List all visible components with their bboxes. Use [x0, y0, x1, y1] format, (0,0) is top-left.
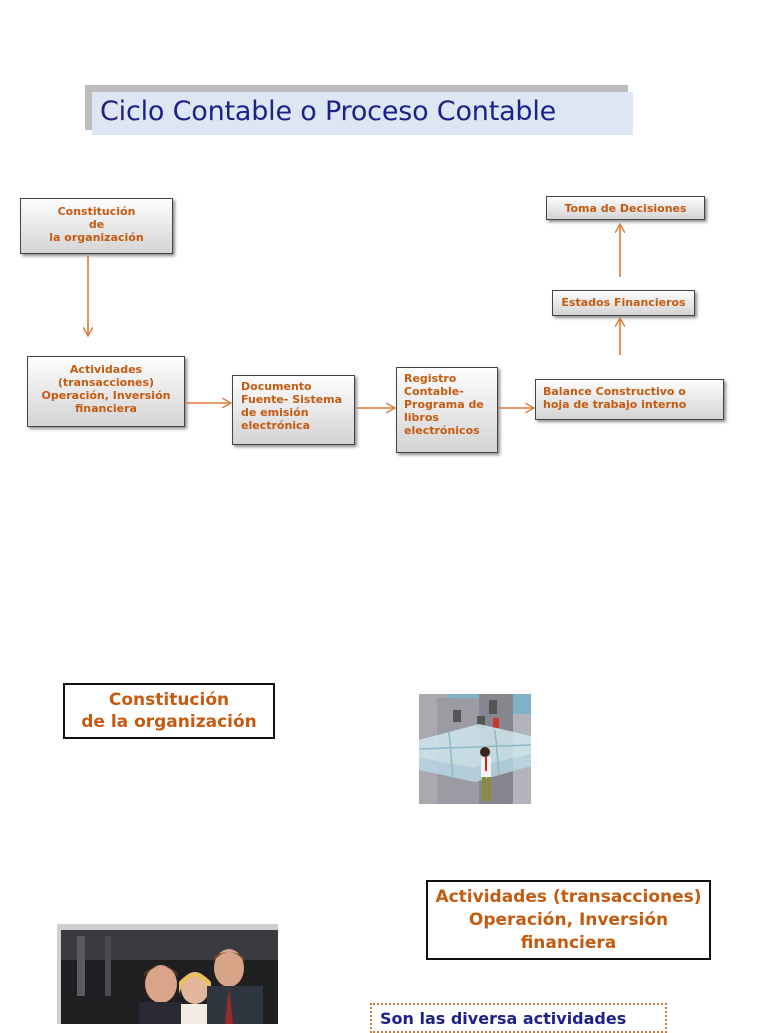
title-box [92, 92, 633, 135]
box-estados-label: Estados Financieros [561, 296, 686, 309]
note-box: Son las diversa actividades [370, 1003, 667, 1033]
box-documento: Documento Fuente- Sistema de emisión ele… [232, 375, 355, 445]
card-constitucion-label: Constitución de la organización [81, 690, 257, 732]
box-balance: Balance Constructivo o hoja de trabajo i… [535, 379, 724, 420]
card-actividades: Actividades (transacciones) Operación, I… [426, 880, 711, 960]
box-estados: Estados Financieros [552, 290, 695, 316]
businessman-building-illustration [419, 694, 531, 804]
box-toma-label: Toma de Decisiones [564, 202, 687, 215]
note-text: Son las diversa actividades [380, 1009, 627, 1028]
box-constitucion: Constitución de la organización [20, 198, 173, 254]
box-registro: Registro Contable- Programa de libros el… [396, 367, 498, 453]
box-documento-label: Documento Fuente- Sistema de emisión ele… [241, 380, 343, 432]
box-registro-label: Registro Contable- Programa de libros el… [404, 372, 484, 437]
card-constitucion: Constitución de la organización [63, 683, 275, 739]
box-actividades: Actividades (transacciones) Operación, I… [27, 356, 185, 427]
box-toma: Toma de Decisiones [546, 196, 705, 220]
box-constitucion-label: Constitución de la organización [49, 205, 144, 244]
box-balance-label: Balance Constructivo o hoja de trabajo i… [543, 385, 687, 411]
box-actividades-label: Actividades (transacciones) Operación, I… [41, 363, 171, 415]
card-actividades-label: Actividades (transacciones) Operación, I… [435, 887, 702, 953]
page-title: Ciclo Contable o Proceso Contable [100, 96, 557, 127]
business-team-photo [57, 924, 278, 1024]
